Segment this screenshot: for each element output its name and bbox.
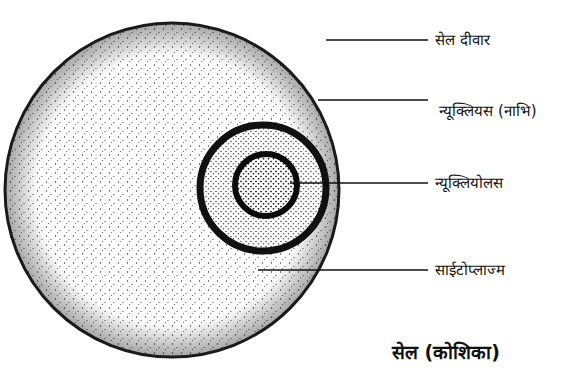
cell-wall <box>5 23 339 357</box>
leader-line <box>318 99 428 101</box>
leader-line <box>290 182 428 184</box>
cell-edge-shade <box>5 23 339 357</box>
nucleus-ground <box>197 122 329 254</box>
leader-line <box>326 39 428 41</box>
part-label: सेल दीवार <box>435 30 490 50</box>
nucleus-body <box>197 122 329 254</box>
part-label: साईटोप्लाज्म <box>435 260 505 280</box>
cell-body <box>5 23 339 357</box>
figure-caption: सेल (कोशिका) <box>392 339 500 365</box>
nucleus-membrane <box>200 125 326 251</box>
part-label: न्यूक्लियस (नाभि) <box>432 101 544 121</box>
part-label: न्यूक्लियोलस <box>435 173 503 193</box>
leader-line <box>258 269 428 271</box>
nucleolus-ring <box>235 154 297 216</box>
nucleolus-body <box>233 152 299 218</box>
